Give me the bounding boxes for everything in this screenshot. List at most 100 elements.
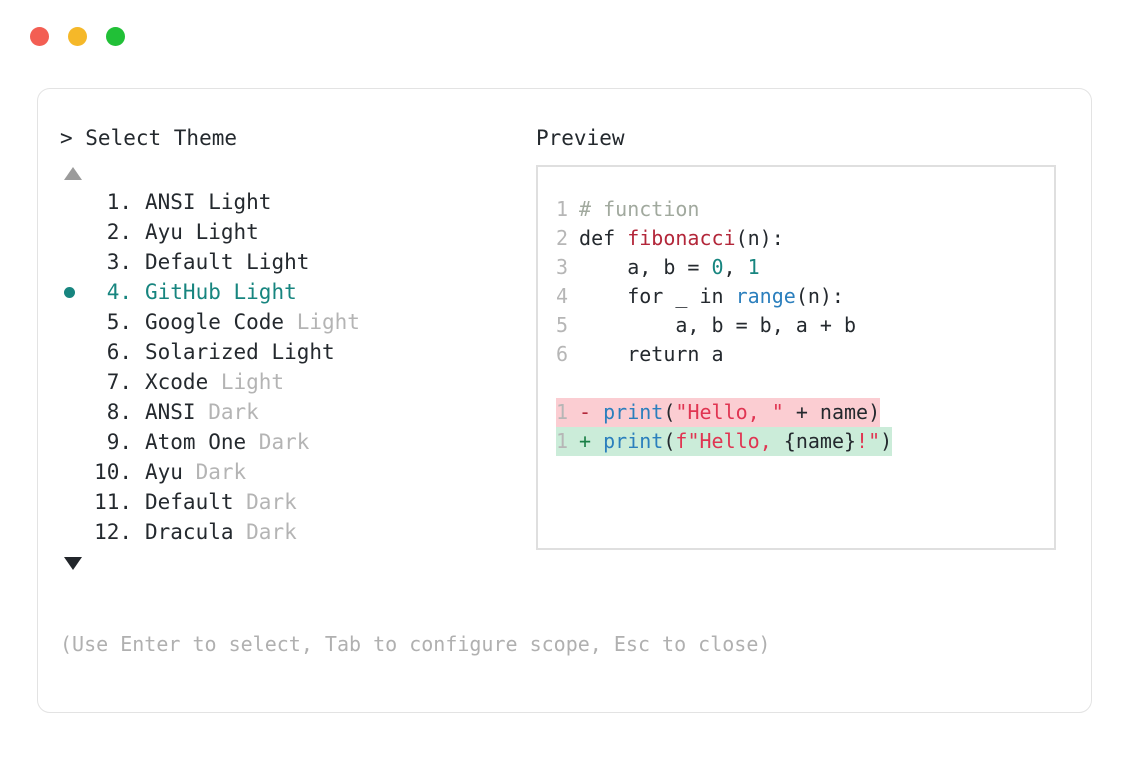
code-token: (n): [735,226,784,250]
theme-list-item[interactable]: 9.Atom One Dark [60,427,530,457]
theme-item-variant: Dark [208,400,259,424]
theme-list-item[interactable]: 12.Dracula Dark [60,517,530,547]
code-spacer [556,369,1054,398]
code-line: 4 for _ in range(n): [556,282,1054,311]
code-token: f"Hello, [675,429,784,453]
selection-bullet-cell [60,397,90,427]
code-token: (n): [795,284,844,308]
theme-list-item[interactable]: 5. Google Code Light [60,307,530,337]
theme-item-number: 3. [94,250,132,274]
code-token: # function [579,197,700,221]
panel-title-select-theme: > Select Theme [60,126,238,150]
code-line: 5 a, b = b, a + b [556,311,1054,340]
theme-item-name: ANSI Light [145,190,272,214]
theme-list[interactable]: 1. ANSI Light 2.Ayu Light 3.Default Light… [60,187,530,547]
code-line: 2 def fibonacci(n): [556,224,1054,253]
close-window-dot[interactable] [30,26,49,46]
code-line: 3 a, b = 0, 1 [556,253,1054,282]
theme-list-item[interactable]: 8. ANSI Dark [60,397,530,427]
code-token: return a [579,342,724,366]
code-token: a, b = b, a + b [579,313,856,337]
code-line: 1 # function [556,195,1054,224]
theme-item-number: 7. [94,370,132,394]
theme-item-number: 5. [94,310,132,334]
diff-row: 1 - print("Hello, " + name) [556,398,1054,427]
theme-item-name: Default Dark [145,490,297,514]
theme-item-number: 11. [94,490,132,514]
selected-bullet-icon [64,286,75,298]
maximize-window-dot[interactable] [106,26,125,46]
window-titlebar [0,0,1129,72]
code-line-number: 4 [556,284,569,308]
theme-item-variant: Light [233,280,297,304]
selection-bullet-cell [60,487,90,517]
selection-bullet-cell [60,367,90,397]
minimize-window-dot[interactable] [68,26,87,46]
theme-item-number: 4. [94,280,132,304]
code-line-number: 6 [556,342,569,366]
theme-list-item[interactable]: 7. Xcode Light [60,367,530,397]
code-token: "Hello, " [675,400,784,424]
theme-item-number: 12. [94,520,132,544]
code-line-number: 3 [556,255,569,279]
theme-item-variant: Dark [258,430,310,454]
selection-bullet-cell [60,247,90,277]
selection-bullet-cell [60,187,90,217]
theme-list-item[interactable]: 3.Default Light [60,247,530,277]
theme-item-name: Xcode Light [145,370,285,394]
theme-list-panel: > Select Theme 1. ANSI Light 2.Ayu Light … [60,123,530,570]
selection-bullet-cell [60,337,90,367]
theme-list-item[interactable]: 2.Ayu Light [60,217,530,247]
theme-list-item[interactable]: 6. Solarized Light [60,337,530,367]
theme-item-number: 9. [94,430,132,454]
theme-item-variant: Dark [195,460,247,484]
code-token: print [603,429,664,453]
keyboard-hint-text: (Use Enter to select, Tab to configure s… [60,632,771,656]
theme-list-item[interactable]: 11. Default Dark [60,487,530,517]
diff-marker: + [579,429,592,453]
scroll-down-arrow-icon[interactable] [64,557,82,570]
theme-item-variant: Light [296,310,360,334]
theme-selector-card: > Select Theme 1. ANSI Light 2.Ayu Light … [37,88,1092,713]
theme-item-number: 10. [94,460,132,484]
scroll-up-arrow-icon[interactable] [64,167,82,180]
theme-list-item[interactable]: 1. ANSI Light [60,187,530,217]
code-token: for _ in [579,284,736,308]
theme-item-number: 1. [94,190,132,214]
theme-item-name: GitHub Light [145,280,297,304]
diff-removed-line: 1 - print("Hello, " + name) [556,398,881,427]
code-token: ( [663,429,676,453]
diff-line-number: 1 [556,400,569,424]
diff-row: 1 + print(f"Hello, {name}!") [556,427,1054,456]
code-token: {name} [783,429,857,453]
theme-list-item[interactable]: 4. GitHub Light [60,277,530,307]
theme-item-number: 6. [94,340,132,364]
code-line-number: 2 [556,226,569,250]
theme-item-name: Ayu Dark [145,460,247,484]
theme-item-name: ANSI Dark [145,400,259,424]
selection-bullet-cell [60,427,90,457]
code-token: + name) [783,400,881,424]
diff-block: 1 - print("Hello, " + name)1 + print(f"H… [556,398,1054,456]
theme-item-variant: Light [208,190,272,214]
diff-marker: - [579,400,592,424]
theme-item-variant: Dark [246,520,297,544]
theme-item-number: 2. [94,220,132,244]
selection-bullet-cell [60,307,90,337]
theme-item-number: 8. [94,400,132,424]
theme-item-name: Solarized Light [145,340,335,364]
theme-item-variant: Dark [246,490,297,514]
code-token: range [735,284,796,308]
code-token: def [579,226,628,250]
theme-item-name: Google Code Light [145,310,360,334]
diff-added-line: 1 + print(f"Hello, {name}!") [556,427,893,456]
code-token: 0 [711,255,724,279]
selection-bullet-cell [60,517,90,547]
theme-list-item[interactable]: 10. Ayu Dark [60,457,530,487]
code-token: ) [880,429,893,453]
selection-bullet-cell [60,217,90,247]
code-line-number: 5 [556,313,569,337]
